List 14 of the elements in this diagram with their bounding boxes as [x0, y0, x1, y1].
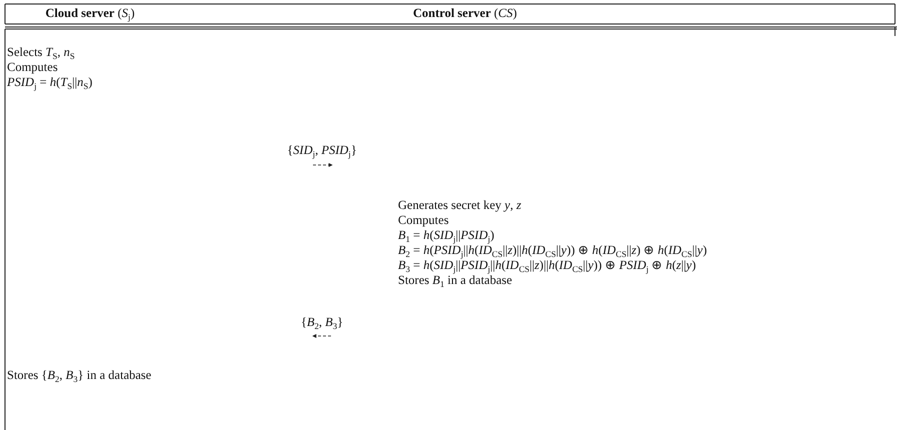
- column-header: Cloud server (S$_{j}$): [45, 6, 135, 21]
- protocol-step: Selects T$_{S}$, n$_{S}$: [7, 45, 75, 60]
- protocol-step: B$_{2}$ = h(PSID$_{j}$||h(ID$_{CS}$||z)||h(ID$_{CS}$||y)) ⊕ h(ID$_{CS}$||z) ⊕ h(ID$_{CS}$||y): [398, 243, 707, 258]
- protocol-step: B$_{3}$ = h(SID$_{j}$||PSID$_{j}$||h(ID$_{CS}$||z)||h(ID$_{CS}$||y)) ⊕ PSID$_{j}$ ⊕ h(z||y): [398, 258, 696, 273]
- protocol-step: Computes: [7, 60, 58, 75]
- protocol-step: Stores {B$_{2}$, B$_{3}$} in a database: [7, 368, 152, 383]
- message-label: {B$_{2}$, B$_{3}$}: [300, 315, 344, 330]
- column-header: Control server (CS): [413, 6, 517, 21]
- protocol-step: B$_{1}$ = h(SID$_{j}$||PSID$_{j}$): [398, 228, 494, 243]
- protocol-step: Computes: [398, 213, 449, 228]
- protocol-step: Stores B$_{1}$ in a database: [398, 273, 512, 288]
- protocol-step: Generates secret key y, z: [398, 198, 522, 213]
- protocol-step: PSID$_{j}$ = h(T$_{S}$||n$_{S}$): [7, 75, 92, 90]
- message-label: {SID$_{j}$, PSID$_{j}$}: [287, 143, 357, 158]
